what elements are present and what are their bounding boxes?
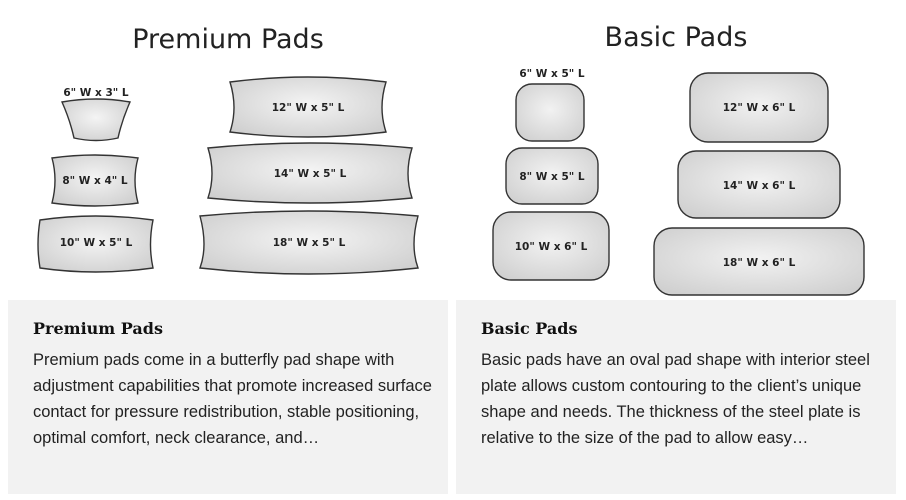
basic-pad-label-6x5: 6" W x 5" L — [519, 68, 585, 80]
basic-pad-12x6: 12" W x 6" L — [689, 72, 829, 143]
premium-pad-label-10x5: 10" W x 5" L — [60, 237, 133, 249]
basic-card-title: Basic Pads — [481, 319, 578, 338]
premium-pad-6x3: 6" W x 3" L — [60, 87, 132, 142]
premium-card-title: Premium Pads — [33, 319, 163, 338]
basic-pad-label-10x6: 10" W x 6" L — [515, 241, 588, 253]
basic-pad-8x5: 8" W x 5" L — [505, 147, 599, 205]
premium-column: Premium Pads 6" W x 3" L 8" W x 4" L 10"… — [8, 0, 448, 500]
basic-pad-label-12x6: 12" W x 6" L — [723, 102, 796, 114]
basic-info-card: Basic Pads Basic pads have an oval pad s… — [456, 300, 896, 494]
basic-pad-10x6: 10" W x 6" L — [492, 211, 610, 281]
premium-pad-label-8x4: 8" W x 4" L — [62, 175, 128, 187]
premium-pad-14x5: 14" W x 5" L — [207, 142, 413, 204]
basic-pad-14x6: 14" W x 6" L — [677, 150, 841, 219]
premium-pad-label-14x5: 14" W x 5" L — [274, 168, 347, 180]
basic-pad-label-18x6: 18" W x 6" L — [723, 257, 796, 269]
premium-section-title: Premium Pads — [132, 24, 324, 55]
premium-pad-label-12x5: 12" W x 5" L — [272, 102, 345, 114]
basic-pad-label-14x6: 14" W x 6" L — [723, 180, 796, 192]
premium-pad-8x4: 8" W x 4" L — [51, 154, 139, 207]
premium-info-card: Premium Pads Premium pads come in a butt… — [8, 300, 448, 494]
premium-pad-label-6x3: 6" W x 3" L — [63, 87, 129, 99]
basic-pad-6x5: 6" W x 5" L — [515, 68, 585, 142]
basic-pad-18x6: 18" W x 6" L — [653, 227, 865, 296]
basic-pads-diagram: 6" W x 5" L 8" W x 5" L 10" W x 6" L 12"… — [492, 68, 865, 296]
premium-pad-label-18x5: 18" W x 5" L — [273, 237, 346, 249]
premium-pad-10x5: 10" W x 5" L — [37, 215, 154, 273]
premium-card-description: Premium pads come in a butterfly pad sha… — [33, 351, 432, 447]
basic-card-description: Basic pads have an oval pad shape with i… — [481, 351, 870, 447]
premium-pad-18x5: 18" W x 5" L — [199, 210, 419, 275]
premium-pad-12x5: 12" W x 5" L — [229, 76, 387, 138]
premium-pads-diagram: 6" W x 3" L 8" W x 4" L 10" W x 5" L 12"… — [37, 76, 419, 275]
basic-pad-label-8x5: 8" W x 5" L — [519, 171, 585, 183]
basic-section-title: Basic Pads — [604, 22, 748, 53]
basic-column: Basic Pads 6" W x 5" L 8" W x 5" L 10" W… — [456, 0, 896, 500]
